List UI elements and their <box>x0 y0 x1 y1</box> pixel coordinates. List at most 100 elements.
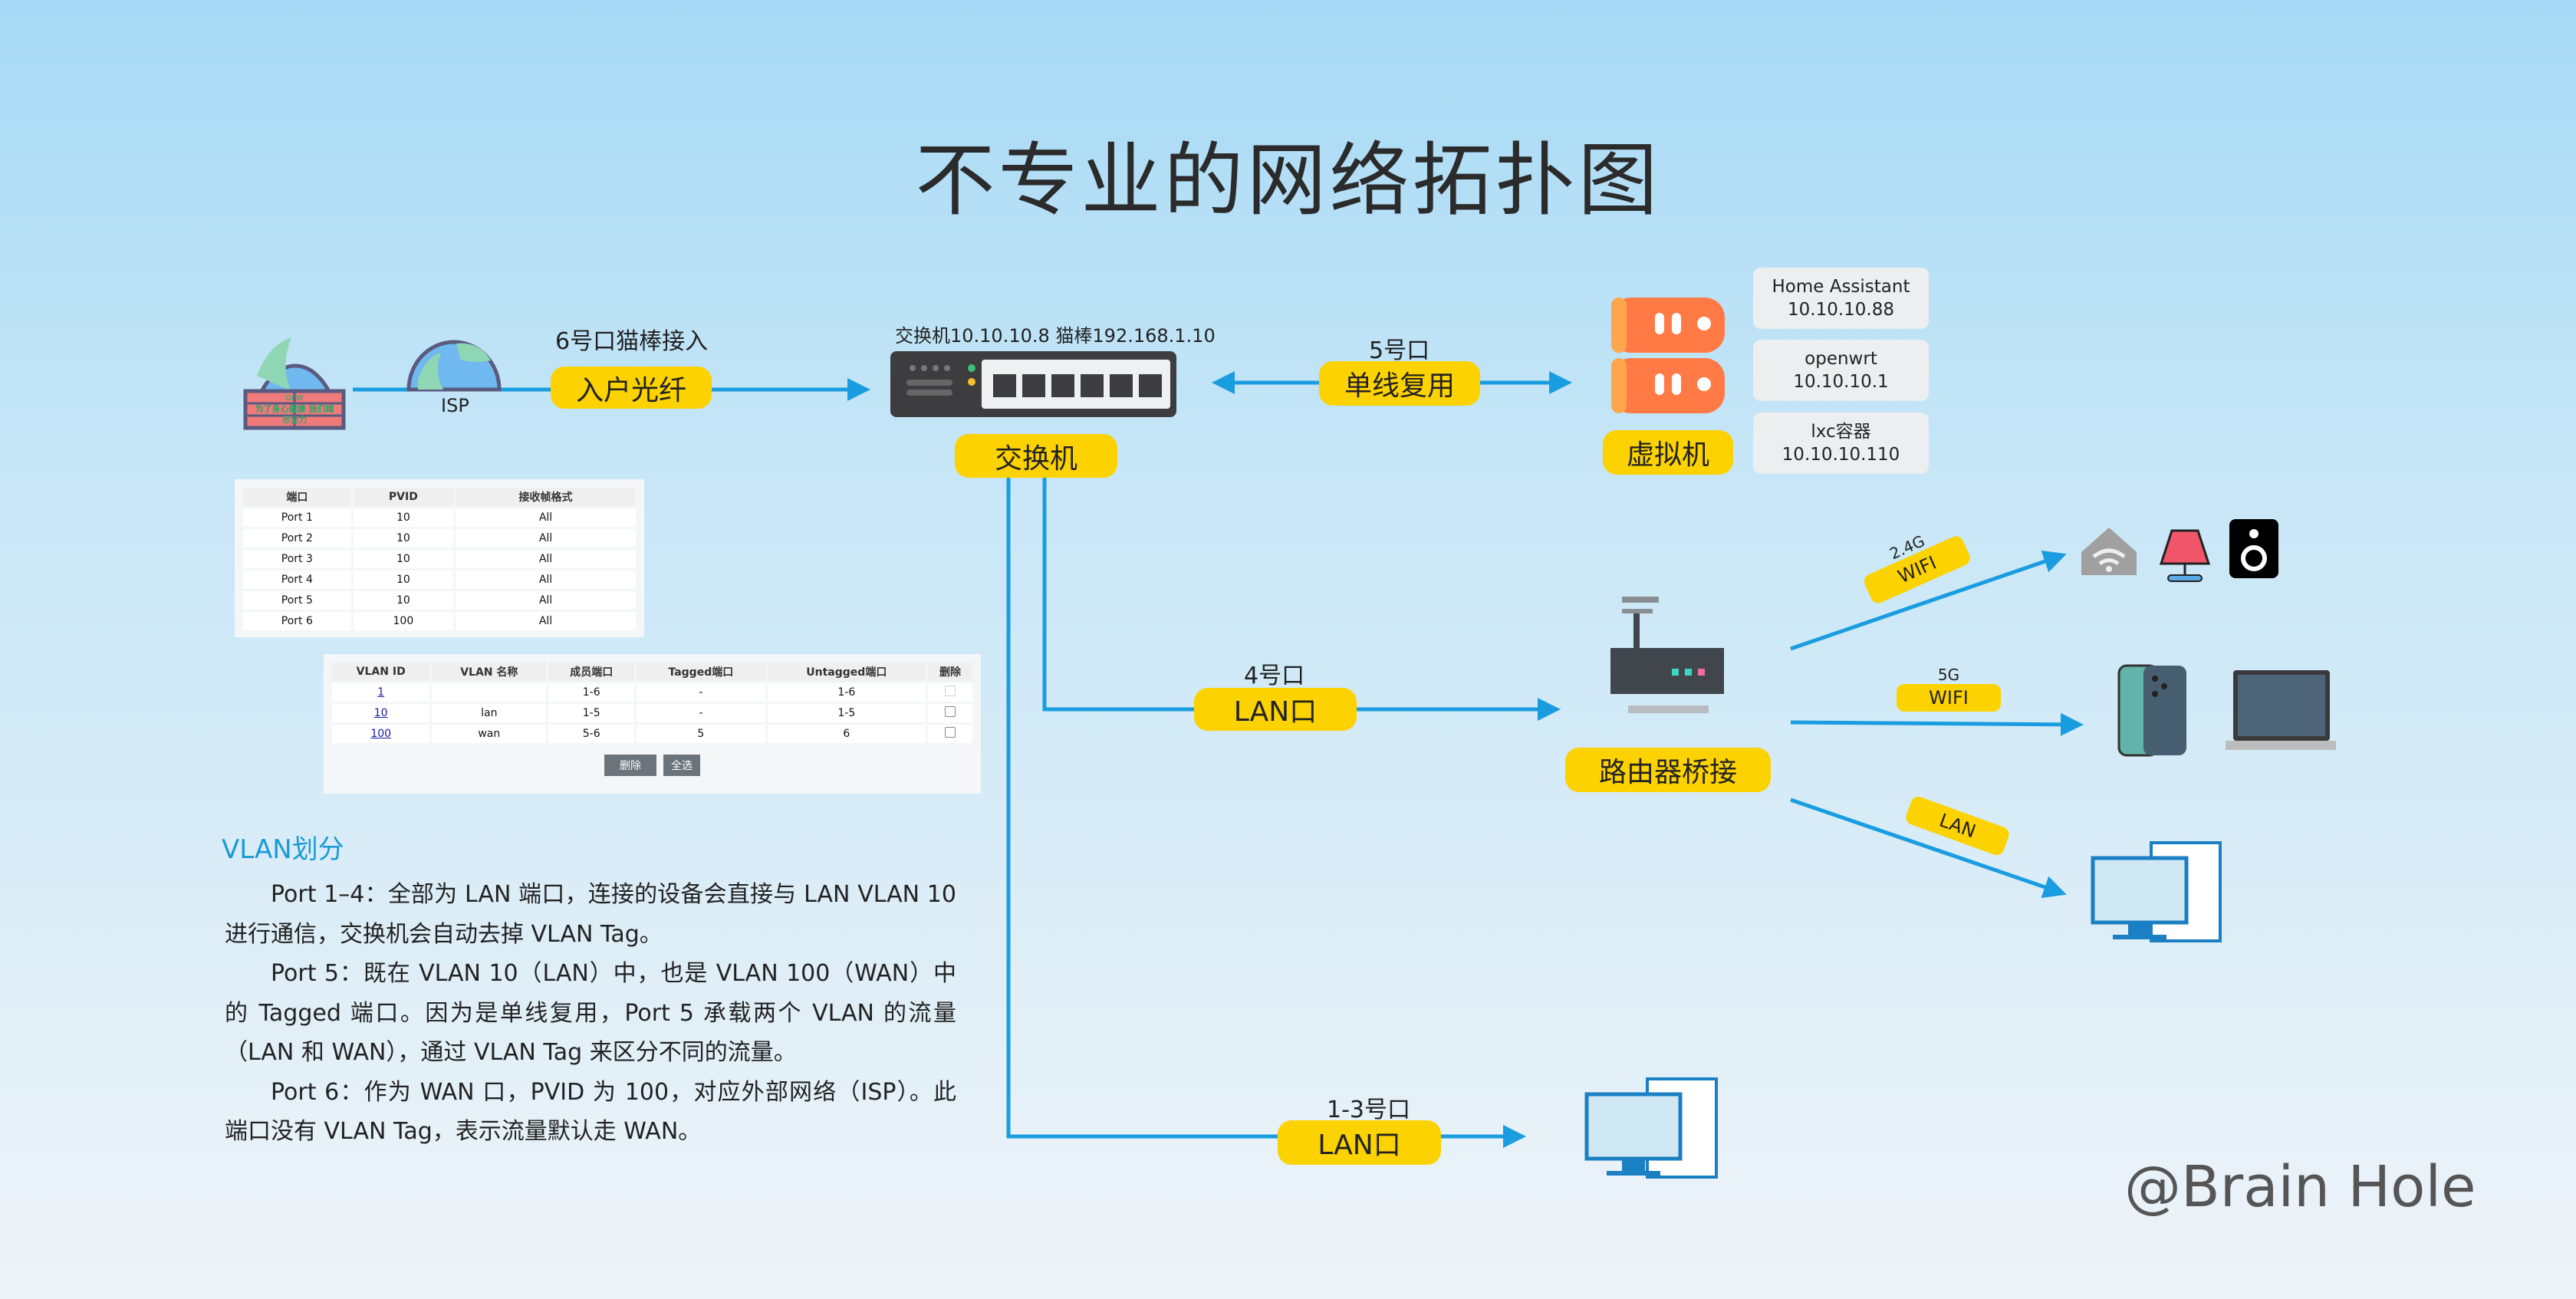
col-header: VLAN 名称 <box>432 663 547 681</box>
table-cell: Port 2 <box>243 529 351 548</box>
lamp-icon <box>2159 529 2211 582</box>
vm-name: Home Assistant <box>1772 277 1910 297</box>
table-cell: 10 <box>353 571 454 589</box>
vm-info-lxc: lxc容器 10.10.10.110 <box>1753 413 1929 474</box>
trunk-pill: 单线复用 <box>1319 361 1480 406</box>
virtual-machine-icon <box>1611 298 1725 413</box>
router-pill: 路由器桥接 <box>1565 748 1771 792</box>
table-cell: 100 <box>332 725 430 743</box>
vlan-description: Port 1–4：全部为 LAN 端口，连接的设备会直接与 LAN VLAN 1… <box>225 875 956 1152</box>
switch-icon <box>890 351 1176 417</box>
delete-cell <box>928 683 972 702</box>
lan-port13-line <box>1006 478 1526 1148</box>
vlan-table: VLAN ID VLAN 名称 成员端口 Tagged端口 Untagged端口… <box>324 654 981 794</box>
delete-checkbox[interactable] <box>945 727 956 738</box>
vm-info-openwrt: openwrt 10.10.10.1 <box>1753 340 1929 401</box>
table-cell: 10 <box>353 591 454 610</box>
table-cell: Port 6 <box>243 612 351 630</box>
table-cell: Port 4 <box>243 571 351 589</box>
col-header: 接收帧格式 <box>456 488 636 506</box>
col-header: 删除 <box>928 663 972 681</box>
table-cell: All <box>456 571 636 589</box>
table-cell: - <box>637 683 765 702</box>
phone-icon <box>2117 664 2186 757</box>
delete-checkbox[interactable] <box>945 686 956 696</box>
table-cell: Port 1 <box>243 508 351 527</box>
laptop-icon <box>2226 670 2336 750</box>
table-cell: 5 <box>637 725 765 743</box>
port13-pill: LAN口 <box>1278 1120 1441 1165</box>
vm-ip: 10.10.10.110 <box>1781 445 1900 465</box>
wifi5-band: 5G <box>1937 666 1960 684</box>
table-cell: Port 3 <box>243 550 351 568</box>
router-lan-line <box>1790 797 2067 899</box>
table-cell: 10 <box>353 529 454 548</box>
firewall-slogan: 为了身心健康 我们竭尽全力 <box>255 404 334 425</box>
delete-button[interactable]: 删除 <box>604 755 656 776</box>
switch-pill: 交换机 <box>955 434 1117 478</box>
port4-label: 4号口 <box>1244 663 1305 689</box>
wan-port-label: 6号口猫棒接入 <box>555 328 709 355</box>
table-cell: 1-5 <box>767 704 926 722</box>
table-cell: All <box>456 508 636 527</box>
delete-cell <box>928 725 972 743</box>
vlan-id-link[interactable]: 1 <box>377 686 385 699</box>
table-cell: - <box>637 704 765 722</box>
col-header: 成员端口 <box>548 663 635 681</box>
desktop-computer-icon <box>1584 1077 1718 1179</box>
table-cell: 1-5 <box>548 704 635 722</box>
table-cell: 10 <box>353 550 454 568</box>
page-title: 不专业的网络拓扑图 <box>915 133 1661 227</box>
table-cell: All <box>456 612 636 630</box>
vm-name: openwrt <box>1805 349 1877 369</box>
delete-checkbox[interactable] <box>945 706 956 717</box>
wifi5-tag: 5G WIFI <box>1897 666 2001 712</box>
watermark: @Brain Hole <box>2124 1154 2476 1220</box>
vm-name: lxc容器 <box>1811 422 1871 442</box>
vlan-id-link[interactable]: 100 <box>370 728 392 740</box>
delete-cell <box>928 704 972 722</box>
table-cell: 1 <box>332 683 430 702</box>
select-all-button[interactable]: 全选 <box>663 755 701 776</box>
port4-pill: LAN口 <box>1194 688 1357 731</box>
table-cell: 10 <box>332 704 430 722</box>
col-header: 端口 <box>243 488 351 506</box>
wifi5-line <box>1790 712 2084 736</box>
firewall-globe-icon: GFW <box>243 337 346 430</box>
table-cell: 1-6 <box>548 683 635 702</box>
desktop-computer-icon <box>2091 841 2222 942</box>
col-header: Tagged端口 <box>637 663 765 681</box>
smart-home-hub-icon <box>2081 528 2137 575</box>
wifi24-line <box>1790 550 2067 651</box>
isp-globe-icon <box>406 340 502 392</box>
vlan-id-link[interactable]: 10 <box>373 707 388 719</box>
col-header: Untagged端口 <box>767 663 926 681</box>
lan-port4-line <box>1042 478 1561 721</box>
port13-label: 1-3号口 <box>1327 1097 1410 1123</box>
table-cell: 6 <box>767 725 926 743</box>
table-cell <box>432 683 547 702</box>
table-cell: Port 5 <box>243 591 351 610</box>
wifi5-pill: WIFI <box>1897 684 2001 712</box>
speaker-icon <box>2229 519 2278 578</box>
vm-ip: 10.10.10.88 <box>1788 300 1894 320</box>
table-cell: lan <box>432 704 547 722</box>
col-header: PVID <box>353 488 454 506</box>
paragraph: Port 6：作为 WAN 口，PVID 为 100，对应外部网络（ISP）。此… <box>225 1078 956 1146</box>
table-cell: 10 <box>353 508 454 527</box>
switch-address-label: 交换机10.10.10.8 猫棒192.168.1.10 <box>895 325 1216 347</box>
vlan-section-heading: VLAN划分 <box>222 834 344 865</box>
table-cell: 5-6 <box>548 725 635 743</box>
vm-ip: 10.10.10.1 <box>1793 372 1889 392</box>
isp-label: ISP <box>441 395 469 416</box>
table-cell: All <box>456 591 636 610</box>
svg-text:GFW: GFW <box>285 394 304 403</box>
trunk-port-label: 5号口 <box>1369 337 1430 364</box>
